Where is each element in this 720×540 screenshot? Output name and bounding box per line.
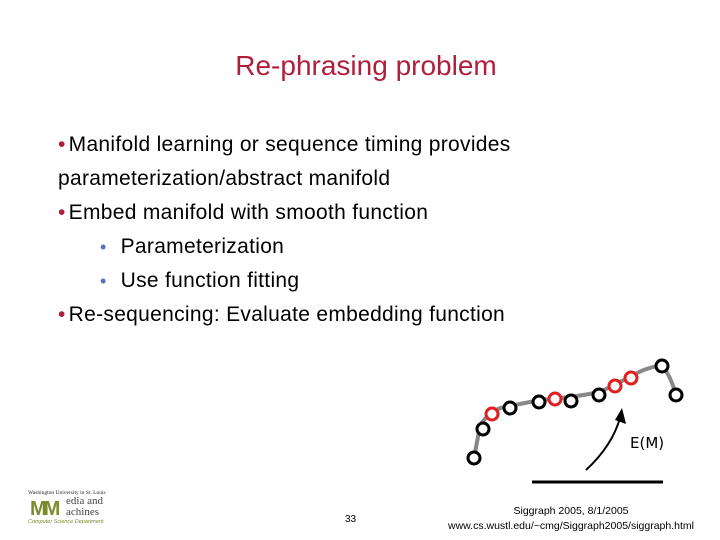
- logo-word-2: achines: [66, 506, 99, 518]
- logo-word-1: edia and: [66, 495, 103, 507]
- sub-bullet-item: •Use function fitting: [100, 269, 300, 292]
- logo-department: Computer Science Department: [28, 519, 104, 525]
- bullet-marker: •: [58, 133, 66, 156]
- sample-point: [668, 387, 684, 403]
- sample-point: [466, 450, 482, 466]
- sample-point: [591, 387, 607, 403]
- bullet-marker: •: [58, 303, 66, 326]
- footer-citation: Siggraph 2005, 8/1/2005 www.cs.wustl.edu…: [448, 504, 694, 534]
- bullet-item: •Re-sequencing: Evaluate embedding funct…: [58, 303, 506, 326]
- bullet-list: •Manifold learning or sequence timing pr…: [58, 128, 698, 332]
- sample-point: [563, 393, 579, 409]
- logo-mark: MM: [30, 498, 60, 520]
- sample-point: [475, 421, 491, 437]
- bullet-marker: •: [58, 201, 66, 224]
- page-number: 33: [345, 514, 357, 525]
- embedding-label: E(M): [630, 434, 665, 452]
- university-logo: Washington University in St. Louis MM ed…: [28, 490, 120, 528]
- highlight-point: [547, 391, 563, 407]
- logo-university: Washington University in St. Louis: [28, 490, 106, 496]
- sub-bullet-marker: •: [100, 271, 107, 291]
- bullet-item: •Embed manifold with smooth function: [58, 201, 429, 224]
- footer-url: www.cs.wustl.edu/~cmg/Siggraph2005/siggr…: [447, 520, 694, 532]
- slide-title: Re-phrasing problem: [235, 50, 497, 81]
- highlight-point: [607, 378, 623, 394]
- arrow-head: [615, 408, 626, 424]
- bullet-item: •Manifold learning or sequence timing pr…: [58, 133, 511, 156]
- footer-conference: Siggraph 2005, 8/1/2005: [513, 505, 629, 517]
- sample-point: [502, 400, 518, 416]
- highlight-point: [623, 370, 639, 386]
- bullet-continuation: parameterization/abstract manifold: [58, 167, 391, 190]
- sample-points: [466, 358, 684, 466]
- sample-point: [531, 394, 547, 410]
- sub-bullet-item: •Parameterization: [100, 235, 285, 258]
- mapping-arrow: [585, 417, 621, 471]
- sample-point: [654, 358, 670, 374]
- sub-bullet-marker: •: [100, 237, 107, 257]
- highlight-point: [484, 406, 500, 422]
